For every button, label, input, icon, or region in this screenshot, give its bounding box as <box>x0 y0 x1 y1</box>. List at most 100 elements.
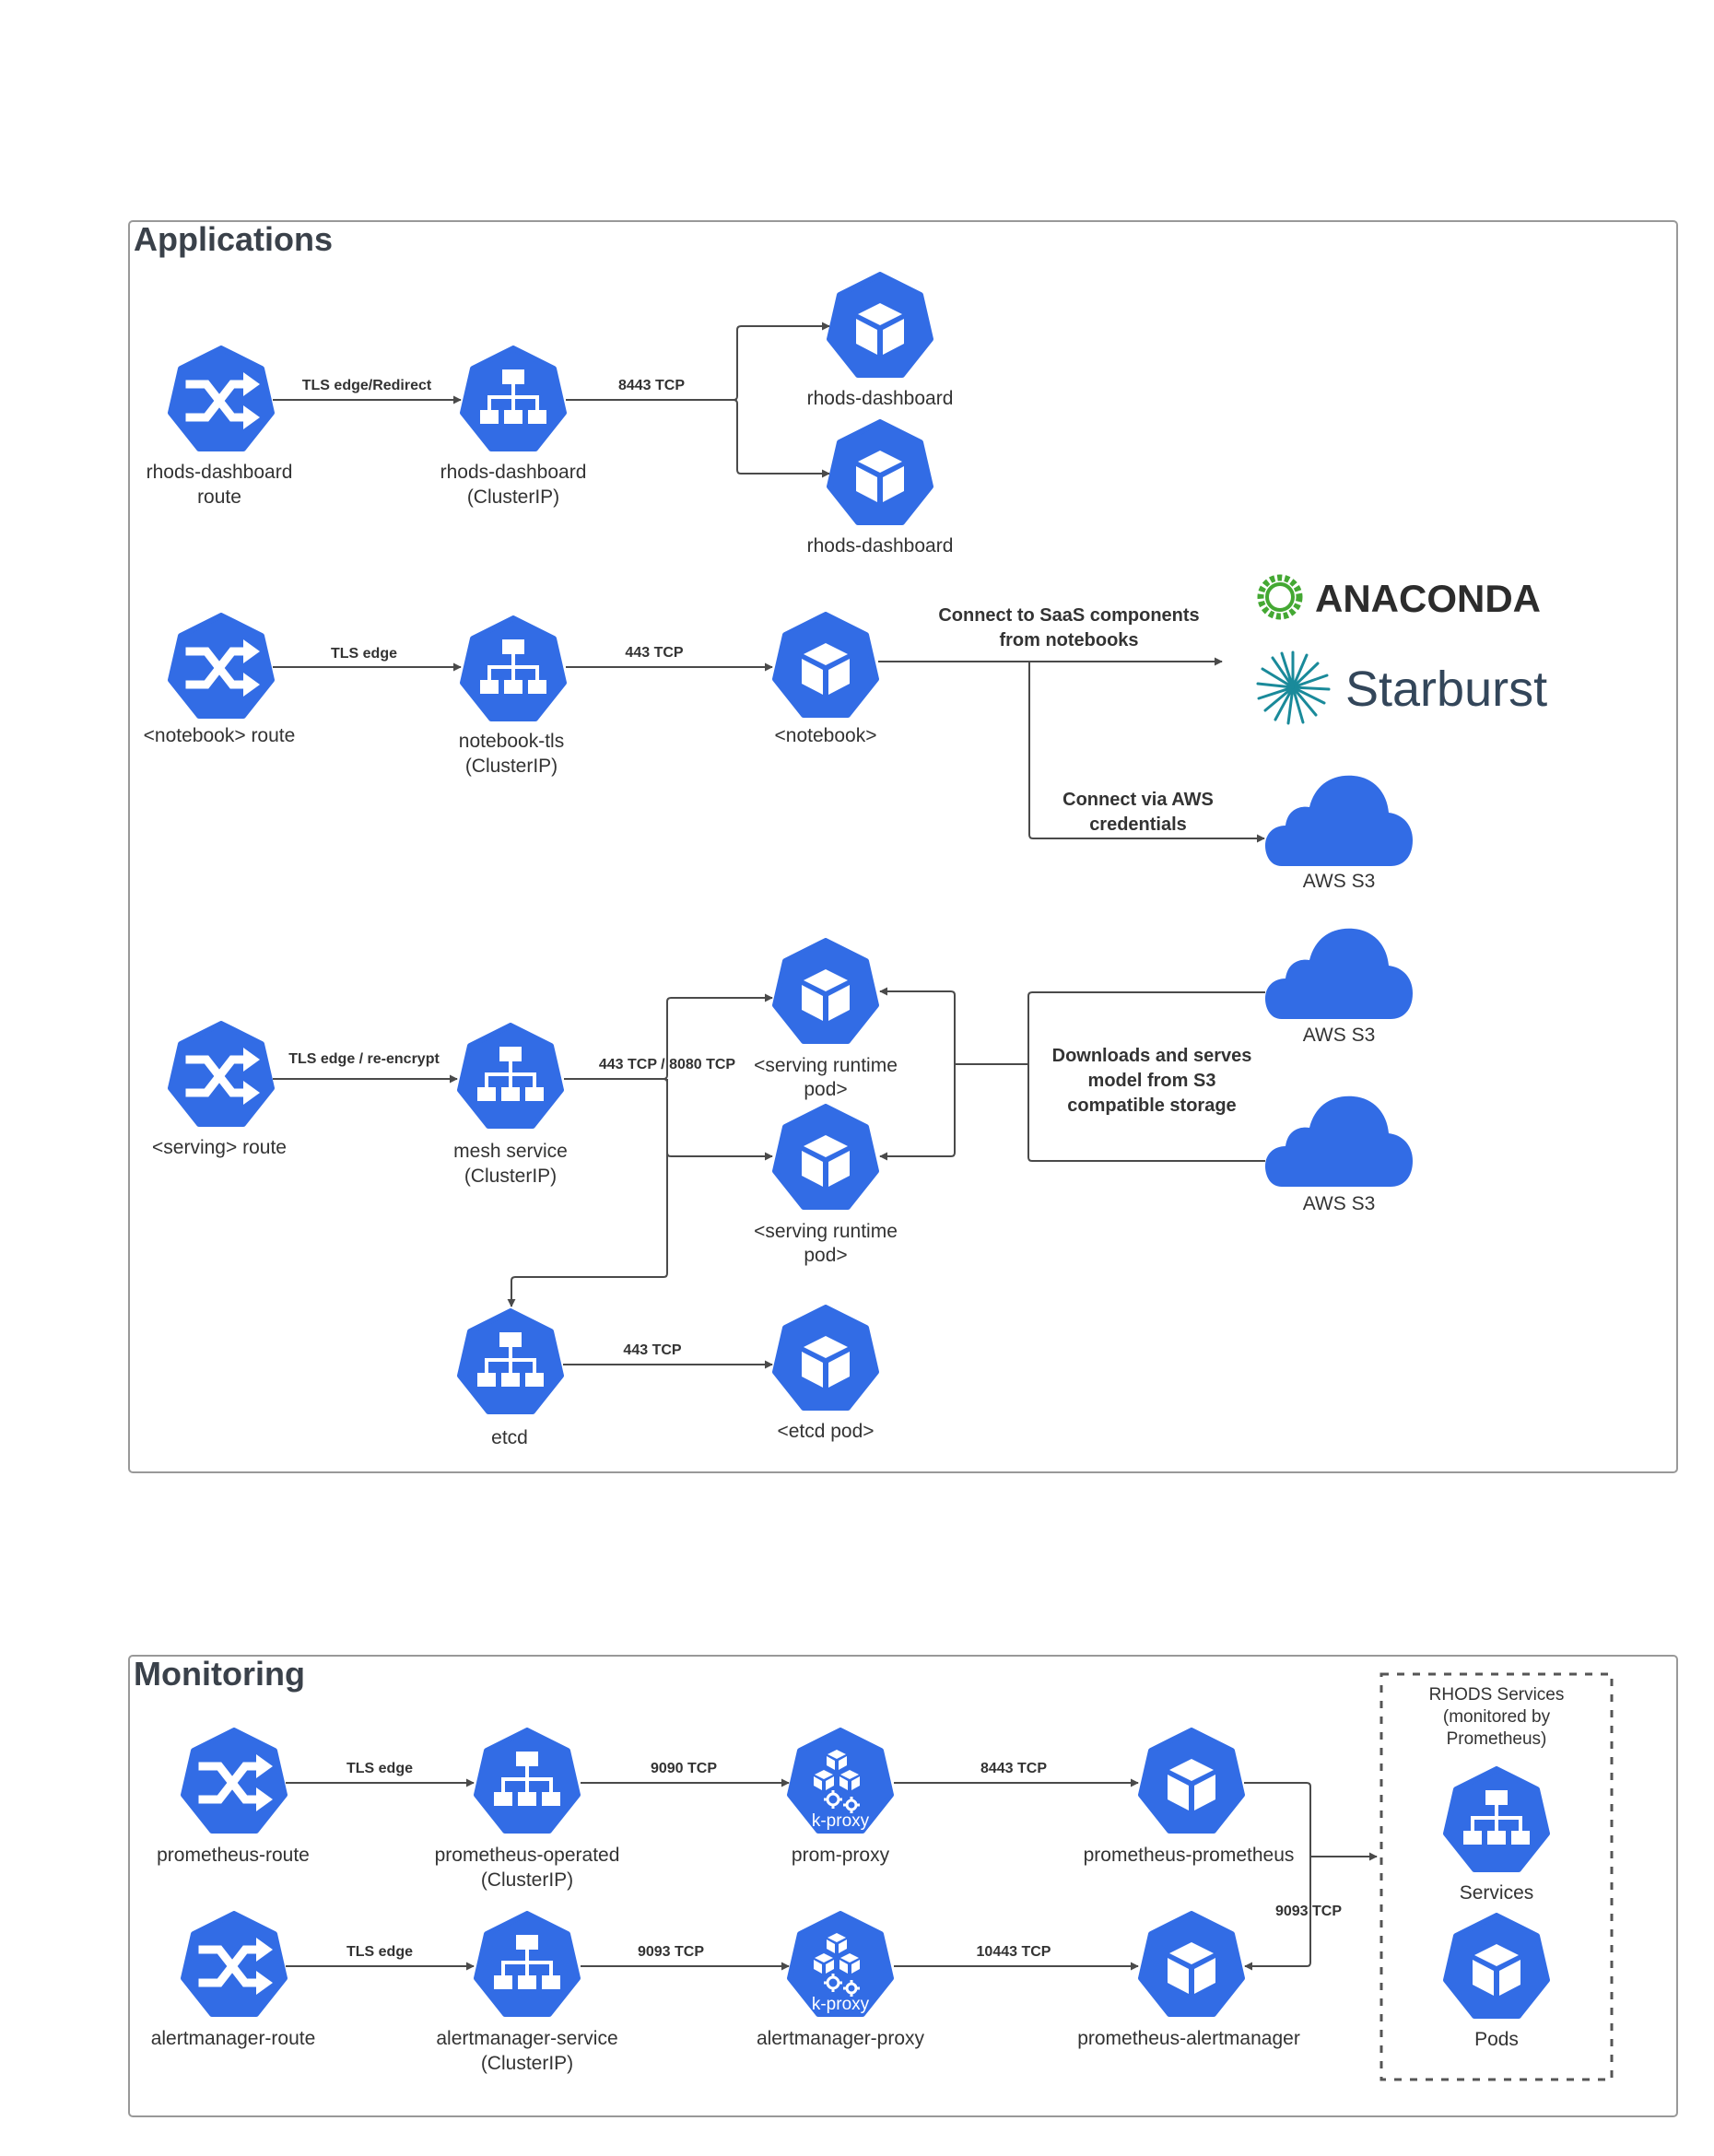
edge-prometheus-to-rhods <box>1244 1782 1378 1861</box>
route-icon <box>183 1914 285 2014</box>
s3-note-line1: Downloads and serves <box>1052 1046 1252 1066</box>
pod-icon <box>829 275 931 375</box>
aws-note-line2: credentials <box>1089 814 1187 835</box>
aws-s3-a-label: AWS S3 <box>1303 1025 1376 1046</box>
pod-icon <box>775 941 876 1041</box>
edge-s3-bracket <box>955 991 1265 1162</box>
mesh-service-label: mesh service <box>453 1141 568 1162</box>
route-icon <box>170 615 272 716</box>
svg-text:ANACONDA: ANACONDA <box>1315 577 1541 620</box>
runtime-pod-a-label-2: pod> <box>804 1079 847 1100</box>
service-icon <box>463 348 564 449</box>
runtime-pod-b-label: <serving runtime <box>754 1221 898 1242</box>
aws-note-line1: Connect via AWS <box>1062 790 1214 810</box>
service-icon <box>476 1914 578 2014</box>
edge-label-10443: 10443 TCP <box>977 1944 1051 1960</box>
route-icon <box>170 1024 272 1124</box>
anaconda-logo: ANACONDA <box>1257 574 1541 620</box>
edge-label-prom-8443: 8443 TCP <box>980 1761 1047 1776</box>
starburst-logo: Starburst <box>1256 650 1547 725</box>
service-icon <box>460 1025 561 1126</box>
etcd-label: etcd <box>491 1427 528 1448</box>
rhods-box-title-1: RHODS Services <box>1429 1685 1565 1705</box>
aws-s3-label: AWS S3 <box>1303 871 1376 892</box>
pod-icon <box>775 615 876 715</box>
dashboard-service-label-2: (ClusterIP) <box>467 486 559 508</box>
etcd-pod-label: <etcd pod> <box>777 1421 874 1442</box>
rhods-box-title-3: Prometheus) <box>1447 1729 1547 1749</box>
mesh-service-label-2: (ClusterIP) <box>464 1166 557 1187</box>
monitoring-frame <box>128 1655 1678 2117</box>
dashboard-pod-a-label: rhods-dashboard <box>807 388 954 409</box>
pod-icon <box>1446 1916 1547 2016</box>
dashboard-route-label: rhods-dashboard <box>147 462 293 483</box>
k-proxy-caption: k-proxy <box>812 1811 870 1831</box>
notebook-pod-label: <notebook> <box>775 725 877 746</box>
edge-service-to-dashboard-pod-b <box>733 399 830 478</box>
cloud-icon <box>1265 928 1413 1019</box>
edge-label-tls-edge: TLS edge <box>331 646 397 662</box>
notebook-service-label-2: (ClusterIP) <box>465 756 558 777</box>
edge-label-9093: 9093 TCP <box>638 1944 704 1960</box>
svg-text:Starburst: Starburst <box>1345 662 1547 717</box>
edge-s3-to-runtime-a <box>879 987 956 1064</box>
edge-label-tls-redirect: TLS edge/Redirect <box>302 378 432 393</box>
edge-label-prom-tls: TLS edge <box>346 1761 413 1776</box>
k-proxy-caption-2: k-proxy <box>812 1995 870 2014</box>
prometheus-service-label-2: (ClusterIP) <box>481 1869 573 1891</box>
edge-service-to-dashboard-pod-a <box>566 322 830 401</box>
saas-note-line1: Connect to SaaS components <box>938 605 1199 626</box>
edge-notebook-to-aws <box>1028 662 1265 843</box>
serving-route-label: <serving> route <box>152 1137 287 1158</box>
edge-label-9090: 9090 TCP <box>651 1761 717 1776</box>
s3-note-line3: compatible storage <box>1067 1096 1236 1116</box>
notebook-route-label: <notebook> route <box>144 725 296 746</box>
route-icon <box>170 348 272 449</box>
alertmanager-proxy-label: alertmanager-proxy <box>757 2028 925 2049</box>
dashboard-service-label: rhods-dashboard <box>440 462 587 483</box>
notebook-service-label: notebook-tls <box>459 731 564 752</box>
edge-label-8443: 8443 TCP <box>618 378 685 393</box>
service-icon <box>476 1730 578 1831</box>
cloud-icon <box>1265 1096 1413 1187</box>
rhods-pods-label: Pods <box>1474 2029 1519 2050</box>
service-icon <box>460 1311 561 1412</box>
edge-label-etcd-443: 443 TCP <box>623 1342 681 1358</box>
edge-label-reencrypt: TLS edge / re-encrypt <box>288 1051 440 1067</box>
alertmanager-service-label-2: (ClusterIP) <box>481 2053 573 2074</box>
edge-mesh-to-runtime-b <box>663 1078 773 1161</box>
pod-icon <box>1141 1914 1242 2014</box>
edge-prometheus-to-alertmanager <box>1244 1857 1311 1971</box>
dashboard-route-label-2: route <box>197 486 241 508</box>
pod-icon <box>829 422 931 522</box>
rhods-box-title-2: (monitored by <box>1443 1707 1551 1727</box>
service-icon <box>463 618 564 719</box>
dashboard-pod-b-label: rhods-dashboard <box>807 535 954 557</box>
saas-note-line2: from notebooks <box>999 630 1138 650</box>
edge-s3-to-runtime-b <box>879 1064 956 1161</box>
rhods-services-label: Services <box>1460 1882 1534 1904</box>
cloud-icon <box>1265 775 1413 866</box>
prometheus-pod-label: prometheus-prometheus <box>1084 1845 1295 1866</box>
route-icon <box>183 1730 285 1831</box>
alertmanager-route-label: alertmanager-route <box>151 2028 316 2049</box>
prometheus-route-label: prometheus-route <box>157 1845 310 1866</box>
aws-s3-b-label: AWS S3 <box>1303 1193 1376 1214</box>
monitoring-title: Monitoring <box>134 1655 305 1693</box>
edge-label-alert-9093: 9093 TCP <box>1275 1904 1342 1919</box>
applications-title: Applications <box>134 220 333 258</box>
rhods-services-box <box>1379 1672 1614 2081</box>
alertmanager-pod-label: prometheus-alertmanager <box>1077 2028 1300 2049</box>
edge-label-443-8080: 443 TCP / 8080 TCP <box>599 1057 736 1072</box>
pod-icon <box>775 1307 876 1408</box>
pod-icon <box>1141 1730 1242 1831</box>
prometheus-service-label: prometheus-operated <box>435 1845 620 1866</box>
edge-label-443: 443 TCP <box>625 645 683 661</box>
s3-note-line2: model from S3 <box>1088 1071 1216 1091</box>
edge-label-alert-tls: TLS edge <box>346 1944 413 1960</box>
alertmanager-service-label: alertmanager-service <box>436 2028 617 2049</box>
edge-mesh-to-etcd <box>507 1079 668 1307</box>
service-icon <box>1446 1769 1547 1869</box>
runtime-pod-b-label-2: pod> <box>804 1245 847 1266</box>
